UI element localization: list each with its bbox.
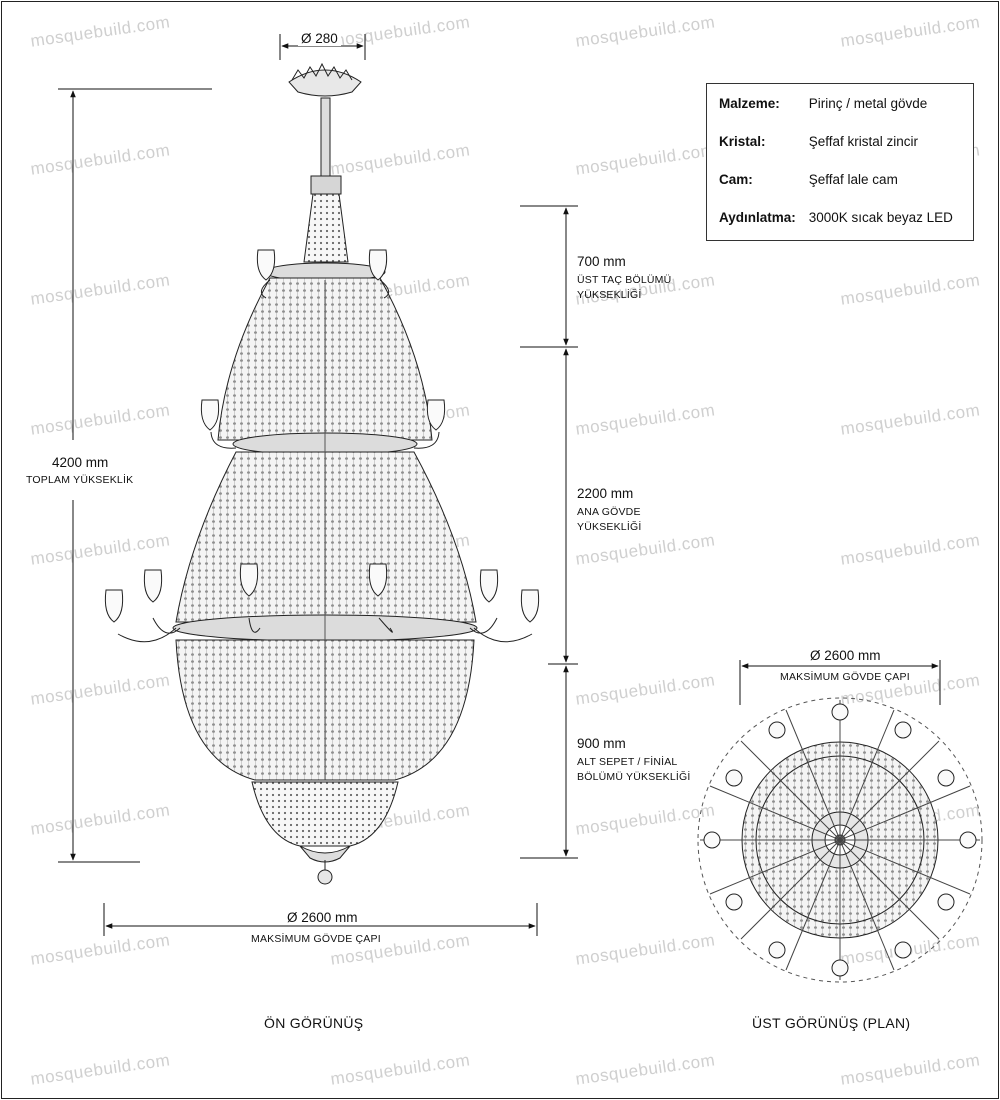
total-height-label: TOPLAM YÜKSEKLİK — [24, 473, 136, 487]
spec-row-material: Malzeme: Pirinç / metal gövde — [719, 96, 927, 111]
body-height-value: 2200 mm — [577, 486, 634, 501]
spec-key: Cam: — [719, 172, 753, 187]
spec-row-glass: Cam: Şeffaf lale cam — [719, 172, 898, 187]
total-height-value: 4200 mm — [50, 455, 111, 470]
bottom-height-value: 900 mm — [577, 736, 626, 751]
spec-key: Aydınlatma: — [719, 210, 796, 225]
spec-value: Şeffaf lale cam — [808, 172, 898, 187]
spec-value: Pirinç / metal gövde — [808, 96, 928, 111]
spec-key: Malzeme: — [719, 96, 780, 111]
spec-value: Şeffaf kristal zincir — [808, 134, 919, 149]
crown-height-label-line1: ÜST TAÇ BÖLÜMÜ — [577, 274, 672, 286]
crown-height-label-line2: YÜKSEKLİĞİ — [577, 289, 642, 301]
plan-view-candle-glasses — [703, 703, 977, 977]
front-view-candle-glasses — [104, 249, 540, 623]
plan-view-title: ÜST GÖRÜNÜŞ (PLAN) — [752, 1015, 911, 1031]
front-width-label: MAKSİMUM GÖVDE ÇAPI — [251, 933, 381, 945]
dimension-lines — [58, 34, 941, 936]
bottom-height-label-line1: ALT SEPET / FİNİAL — [577, 756, 678, 768]
front-view-arms — [117, 279, 533, 643]
front-view-title: ÖN GÖRÜNÜŞ — [264, 1015, 364, 1031]
front-width-value: Ø 2600 mm — [284, 910, 361, 925]
plan-view-chandelier — [697, 697, 983, 983]
spec-row-lighting: Aydınlatma: 3000K sıcak beyaz LED — [719, 210, 953, 225]
body-height-label-line1: ANA GÖVDE — [577, 506, 641, 518]
body-height-label-line2: YÜKSEKLİĞİ — [577, 521, 642, 533]
crown-height-value: 700 mm — [577, 254, 626, 269]
top-diameter-label: Ø 280 — [298, 31, 341, 46]
plan-width-label: MAKSİMUM GÖVDE ÇAPI — [780, 671, 910, 683]
plan-width-value: Ø 2600 mm — [807, 648, 884, 663]
spec-key: Kristal: — [719, 134, 766, 149]
spec-row-crystal: Kristal: Şeffaf kristal zincir — [719, 134, 918, 149]
bottom-height-label-line2: BÖLÜMÜ YÜKSEKLİĞİ — [577, 771, 691, 783]
front-view-chandelier — [172, 62, 478, 885]
specification-table: Malzeme: Pirinç / metal gövde Kristal: Ş… — [706, 83, 974, 241]
spec-value: 3000K sıcak beyaz LED — [808, 210, 953, 225]
